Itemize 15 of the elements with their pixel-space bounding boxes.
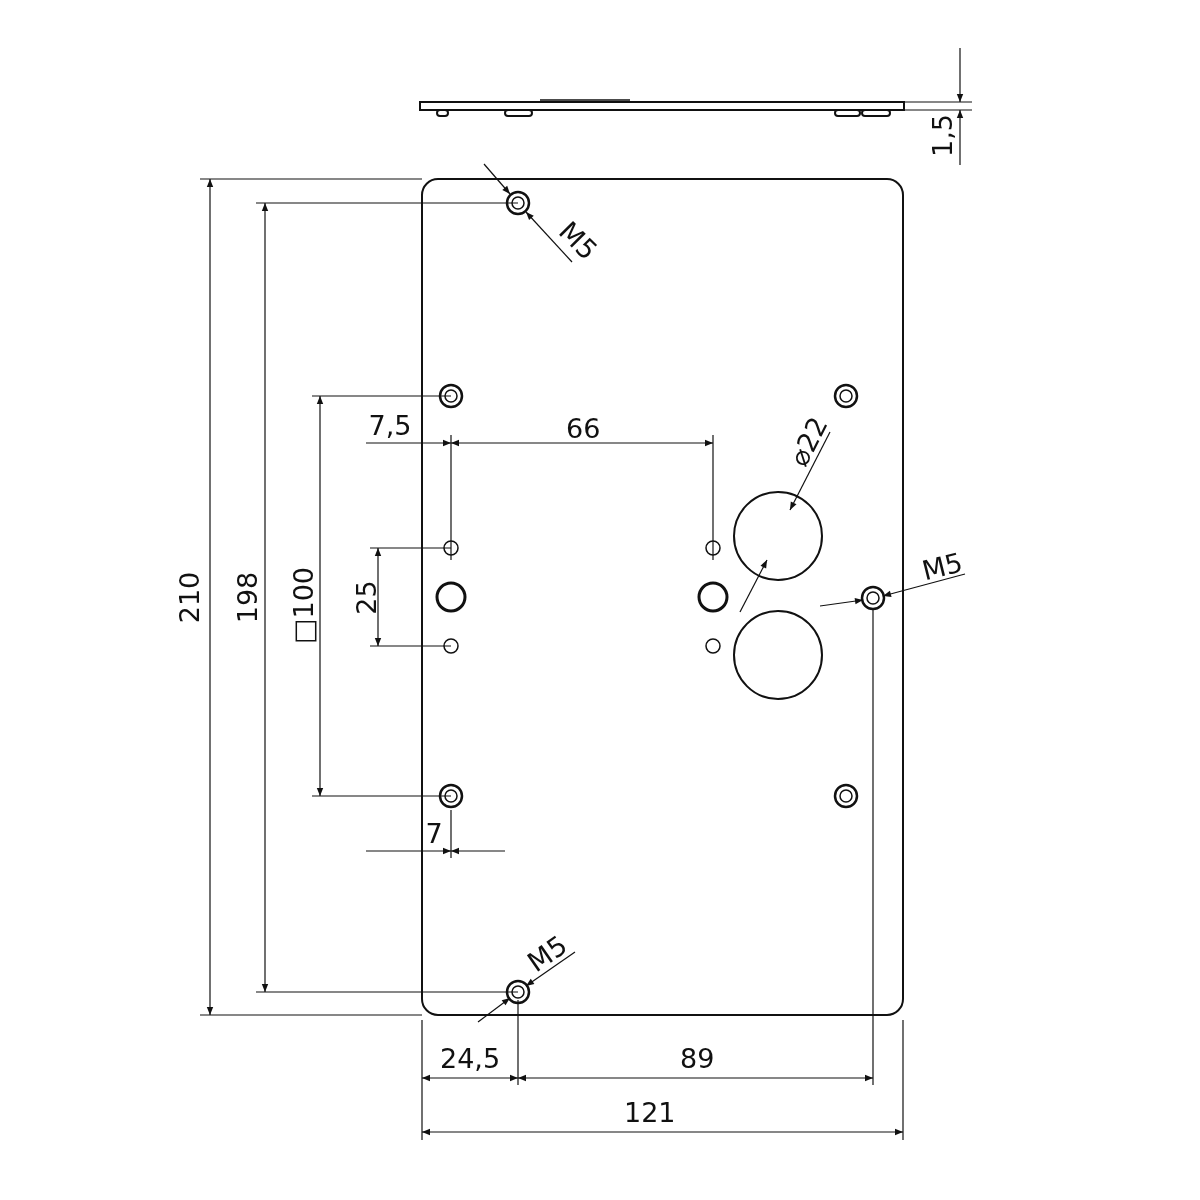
dimension-label: 210 (176, 571, 204, 623)
dimension-label: ⌀22 (784, 412, 832, 470)
thread-label: M5 (919, 548, 966, 584)
dimension-label: 25 (352, 579, 380, 615)
dimension-label: 1,5 (928, 113, 956, 157)
thread-label: M5 (554, 216, 603, 264)
dimension-label: 66 (566, 414, 601, 442)
dimension-label: 121 (624, 1098, 676, 1126)
dimension-label: 24,5 (440, 1044, 501, 1072)
dimension-label: □100 (289, 566, 317, 644)
dimension-label: 89 (680, 1044, 715, 1072)
thread-label: M5 (522, 930, 572, 976)
dimension-label: 198 (234, 571, 262, 623)
dimension-label: 7,5 (368, 411, 412, 439)
dimension-label: 7 (425, 819, 443, 847)
